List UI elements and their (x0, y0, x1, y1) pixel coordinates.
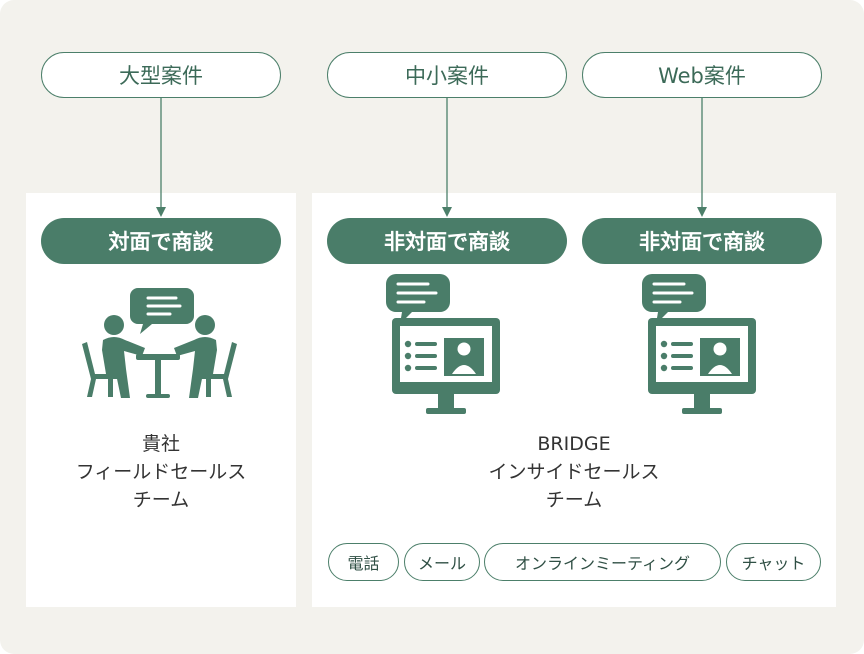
bridge-team-line-1: BRIDGE (537, 433, 611, 455)
method-remote-2: 非対面で商談 (582, 218, 822, 264)
client-team-line-3: チーム (132, 489, 190, 511)
bridge-team-line-2: インサイドセールス (488, 461, 660, 483)
method-remote-1: 非対面で商談 (327, 218, 567, 264)
client-team-line-1: 貴社 (141, 433, 180, 455)
case-mid: 中小案件 (327, 52, 567, 98)
bridge-team-line-3: チーム (545, 489, 603, 511)
channel-email: メール (404, 543, 480, 581)
channel-online-meeting: オンラインミーティング (484, 543, 721, 581)
bridge-team-label: BRIDGE インサイドセールス チーム (454, 430, 694, 514)
channel-phone: 電話 (328, 543, 399, 581)
case-web: Web案件 (582, 52, 822, 98)
channel-chat: チャット (726, 543, 821, 581)
case-large: 大型案件 (41, 52, 281, 98)
client-team-line-2: フィールドセールス (75, 461, 247, 483)
client-team-label: 貴社 フィールドセールス チーム (41, 430, 281, 514)
method-face-to-face: 対面で商談 (41, 218, 281, 264)
